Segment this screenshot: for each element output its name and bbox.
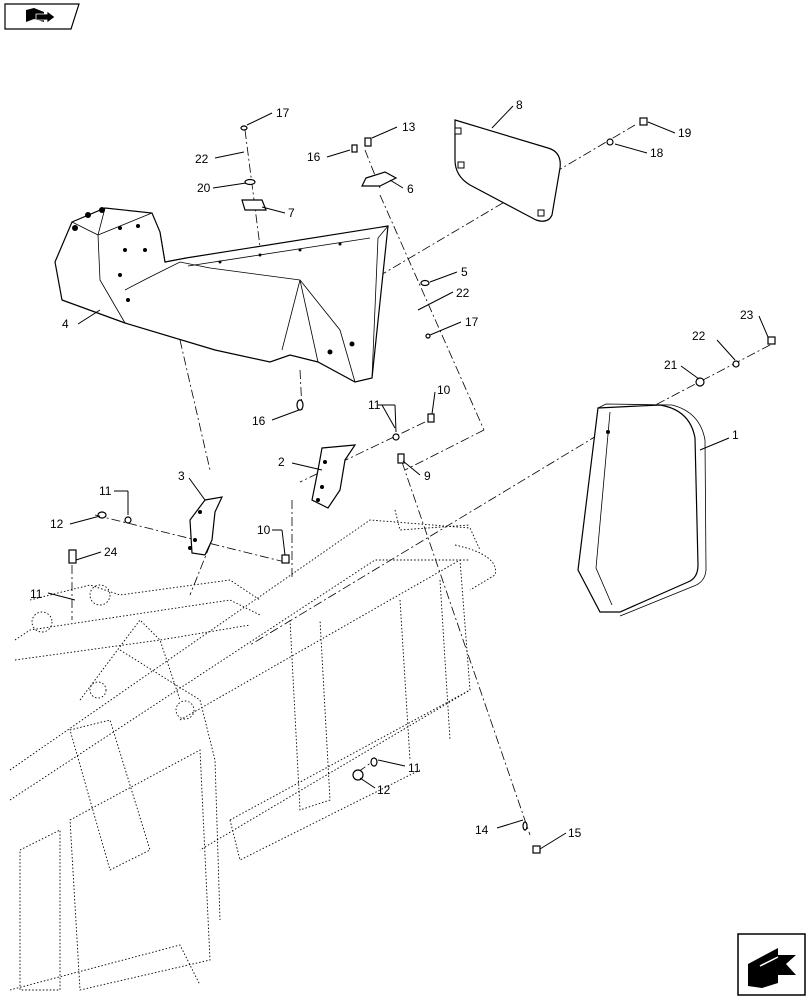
callout-9: 9 [424,469,431,483]
callout-11-mid: 11 [368,398,381,412]
leader-lines [47,105,769,850]
callout-11-left: 11 [99,484,112,498]
header-frame-outline [9,509,496,991]
callout-labels: 17 22 20 7 16 13 6 8 19 18 5 22 17 4 16 … [30,98,754,840]
callout-1: 1 [732,428,739,442]
callout-6: 6 [407,182,414,196]
callout-8: 8 [516,98,523,112]
next-page-arrow-icon[interactable] [737,933,806,996]
book-arrow-icon[interactable] [4,3,80,30]
callout-15: 15 [568,826,582,840]
callout-12-bottom: 12 [377,783,391,797]
callout-2: 2 [278,455,285,469]
callout-22-right: 22 [692,329,706,343]
assembly-lines [71,124,771,836]
callout-16-top: 16 [307,150,321,164]
callout-11-far-left: 11 [30,587,43,601]
callout-17-mid: 17 [465,315,479,329]
callout-22-top: 22 [195,152,209,166]
callout-3: 3 [178,469,185,483]
callout-20: 20 [197,181,211,195]
part-4-frame [54,207,389,383]
part-1-side-panel [577,403,707,617]
callout-21: 21 [664,358,678,372]
callout-11-bottom: 11 [408,761,421,775]
callout-24: 24 [104,545,118,559]
callout-17-top: 17 [276,106,290,120]
callout-13: 13 [402,120,416,134]
callout-5: 5 [461,265,468,279]
hardware [68,117,776,854]
callout-4: 4 [62,317,69,331]
callout-22-mid: 22 [456,286,470,300]
callout-19: 19 [678,126,692,140]
callout-12-left: 12 [50,517,64,531]
part-3-bracket [188,496,224,556]
part-6-plate [361,171,398,187]
callout-16-mid: 16 [252,414,266,428]
part-7-plate [241,199,267,211]
callout-23: 23 [740,308,754,322]
part-8-cover-plate [454,119,561,222]
callout-7: 7 [288,206,295,220]
callout-10-right: 10 [437,383,451,397]
callout-14: 14 [475,823,489,837]
callout-10-left: 10 [257,523,271,537]
callout-18: 18 [650,146,664,160]
part-2-bracket [311,444,357,509]
